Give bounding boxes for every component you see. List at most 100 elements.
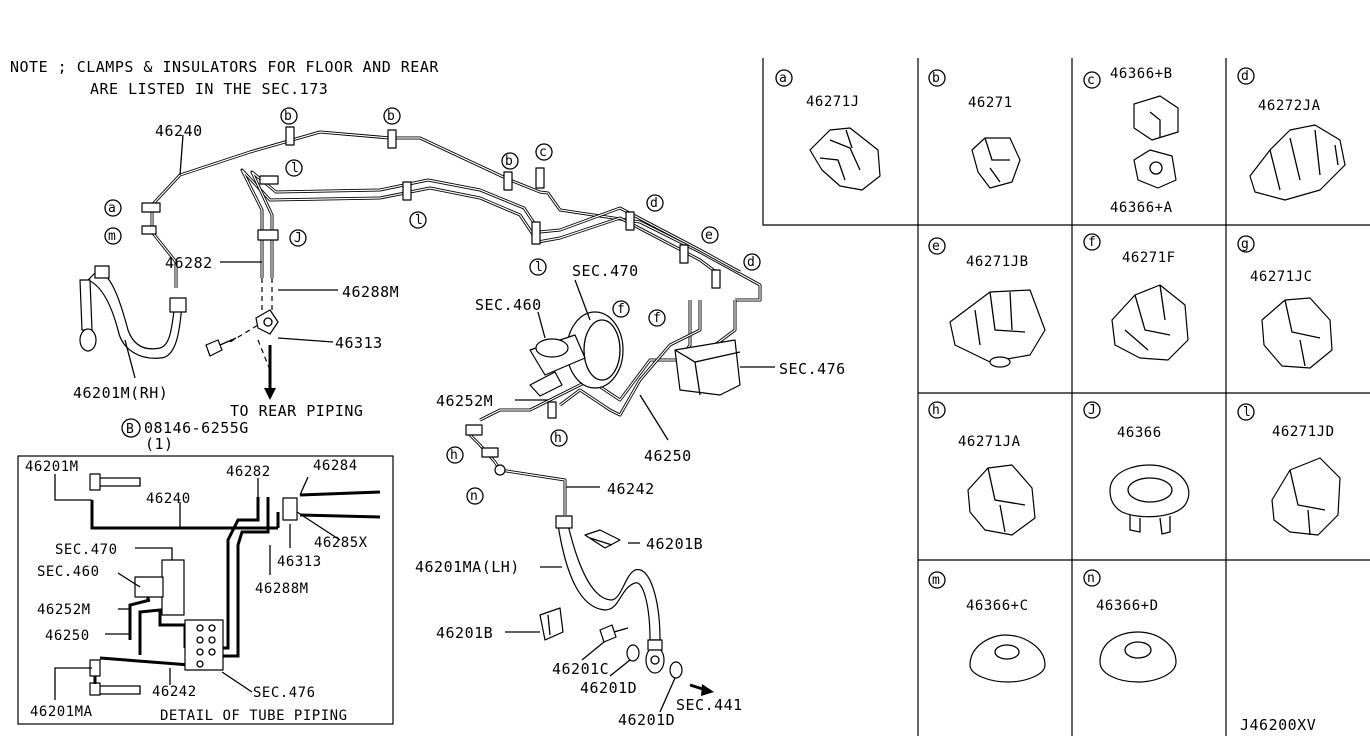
detail-sec470: SEC.470 <box>55 542 118 558</box>
grid-m-letter: m <box>932 573 940 588</box>
grid-h-number: 46271JA <box>958 434 1021 450</box>
label-46201ma-lh: 46201MA(LH) <box>415 558 520 576</box>
diagram-code: J46200XV <box>1240 716 1316 734</box>
callout-m: m <box>104 227 122 245</box>
callout-c-letter: c <box>539 145 547 160</box>
grid-cell-e: e 46271JB <box>928 237 1046 368</box>
detail-46240: 46240 <box>146 491 191 507</box>
label-46201d-upper: 46201D <box>580 679 637 697</box>
detail-46282: 46282 <box>226 464 271 480</box>
callout-a-letter: a <box>108 201 116 216</box>
callout-l-2-letter: l <box>415 213 423 228</box>
grid-g-number: 46271JC <box>1250 269 1313 285</box>
insulator-46366-a <box>1133 149 1177 189</box>
label-46242: 46242 <box>607 480 655 498</box>
label-sec476: SEC.476 <box>779 360 846 378</box>
label-bolt-qty: (1) <box>145 435 174 453</box>
label-46201b-lower: 46201B <box>436 624 493 642</box>
clamp-46271jb <box>949 289 1046 363</box>
label-46201d-lower: 46201D <box>618 711 675 729</box>
callout-l-1-letter: l <box>291 161 299 176</box>
callout-d-1: d <box>646 194 664 212</box>
clamp-46271ja <box>967 464 1036 536</box>
callout-b-2-letter: b <box>387 109 395 124</box>
grid-cell-n: n 46366+D <box>1083 569 1177 683</box>
callout-e: e <box>701 226 719 244</box>
callout-l-3: l <box>529 258 547 276</box>
detail-tube-piping: 46201M 46282 46284 46240 46313 46285X SE… <box>17 455 394 725</box>
grid-n-letter: n <box>1087 571 1095 586</box>
callout-h-2-letter: h <box>450 448 458 463</box>
clamp-46271jd <box>1271 457 1341 536</box>
label-46252m: 46252M <box>436 392 493 410</box>
detail-46250: 46250 <box>45 628 90 644</box>
grid-e-letter: e <box>932 239 940 254</box>
detail-46242: 46242 <box>152 684 197 700</box>
label-46201c: 46201C <box>552 660 609 678</box>
callout-b-3-letter: b <box>505 154 513 169</box>
note-line-1: NOTE ; CLAMPS & INSULATORS FOR FLOOR AND… <box>10 58 439 76</box>
callout-b-1-letter: b <box>284 109 292 124</box>
callout-b-1: b <box>280 107 298 125</box>
grid-cell-c: c 46366+B 46366+A <box>1083 66 1179 216</box>
callout-b-3: b <box>501 152 519 170</box>
callout-n: n <box>466 487 484 505</box>
abs-actuator-block <box>674 339 741 396</box>
callout-l-2: l <box>409 211 427 229</box>
callout-a: a <box>104 199 122 217</box>
label-46201m-rh: 46201M(RH) <box>73 384 168 402</box>
label-46240: 46240 <box>155 122 203 140</box>
insulator-46366-b <box>1133 95 1179 141</box>
callout-e-letter: e <box>705 228 713 243</box>
label-46313: 46313 <box>335 334 383 352</box>
grid-n-number: 46366+D <box>1096 598 1159 614</box>
detail-sec476: SEC.476 <box>253 685 316 701</box>
grid-j-letter: J <box>1088 403 1096 418</box>
label-46250: 46250 <box>644 447 692 465</box>
grid-cell-m: m 46366+C <box>928 571 1046 683</box>
detail-46201m: 46201M <box>25 459 79 475</box>
grid-cell-f: f 46271F <box>1083 233 1189 361</box>
grid-f-letter: f <box>1088 235 1096 250</box>
grid-l-number: 46271JD <box>1272 424 1335 440</box>
grid-f-number: 46271F <box>1122 250 1176 266</box>
label-bolt-circle: B <box>126 422 134 437</box>
callout-j: J <box>289 229 307 247</box>
grommet-46366 <box>1109 464 1190 518</box>
callout-b-2: b <box>383 107 401 125</box>
grommet-46366-d <box>1099 631 1177 683</box>
callout-h-1-letter: h <box>554 431 562 446</box>
callout-d-2: d <box>743 253 761 271</box>
label-sec460: SEC.460 <box>475 296 542 314</box>
callout-d-1-letter: d <box>650 196 658 211</box>
callout-l-3-letter: l <box>535 260 543 275</box>
callout-f-2: f <box>648 309 666 327</box>
detail-46313: 46313 <box>277 554 322 570</box>
grid-cell-l: l 46271JD <box>1237 403 1341 536</box>
callout-l-1: l <box>285 159 303 177</box>
grid-h-letter: h <box>932 403 940 418</box>
callout-d-2-letter: d <box>747 255 755 270</box>
grid-cell-a: a 46271J <box>775 69 881 191</box>
label-sec470: SEC.470 <box>572 262 639 280</box>
grid-l-letter: l <box>1243 405 1251 420</box>
grid-cell-h: h 46271JA <box>928 401 1036 536</box>
label-bolt: 08146-6255G <box>144 419 249 437</box>
grid-a-number: 46271J <box>806 94 860 110</box>
callout-f-1: f <box>612 300 630 318</box>
grid-b-letter: b <box>932 71 940 86</box>
callout-h-1: h <box>550 429 568 447</box>
label-sec441: SEC.441 <box>676 696 743 714</box>
callout-h-2: h <box>446 446 464 464</box>
callout-n-letter: n <box>470 489 478 504</box>
label-46288m: 46288M <box>342 283 399 301</box>
label-to-rear-piping: TO REAR PIPING <box>230 402 363 420</box>
clamp-46271j <box>809 127 881 191</box>
callout-f-2-letter: f <box>653 311 661 326</box>
grid-b-number: 46271 <box>968 95 1013 111</box>
bracket-46313 <box>255 309 279 335</box>
label-46201b-upper: 46201B <box>646 535 703 553</box>
grid-e-number: 46271JB <box>966 254 1029 270</box>
grid-cell-b: b 46271 <box>928 69 1021 189</box>
detail-title: DETAIL OF TUBE PIPING <box>160 708 348 724</box>
